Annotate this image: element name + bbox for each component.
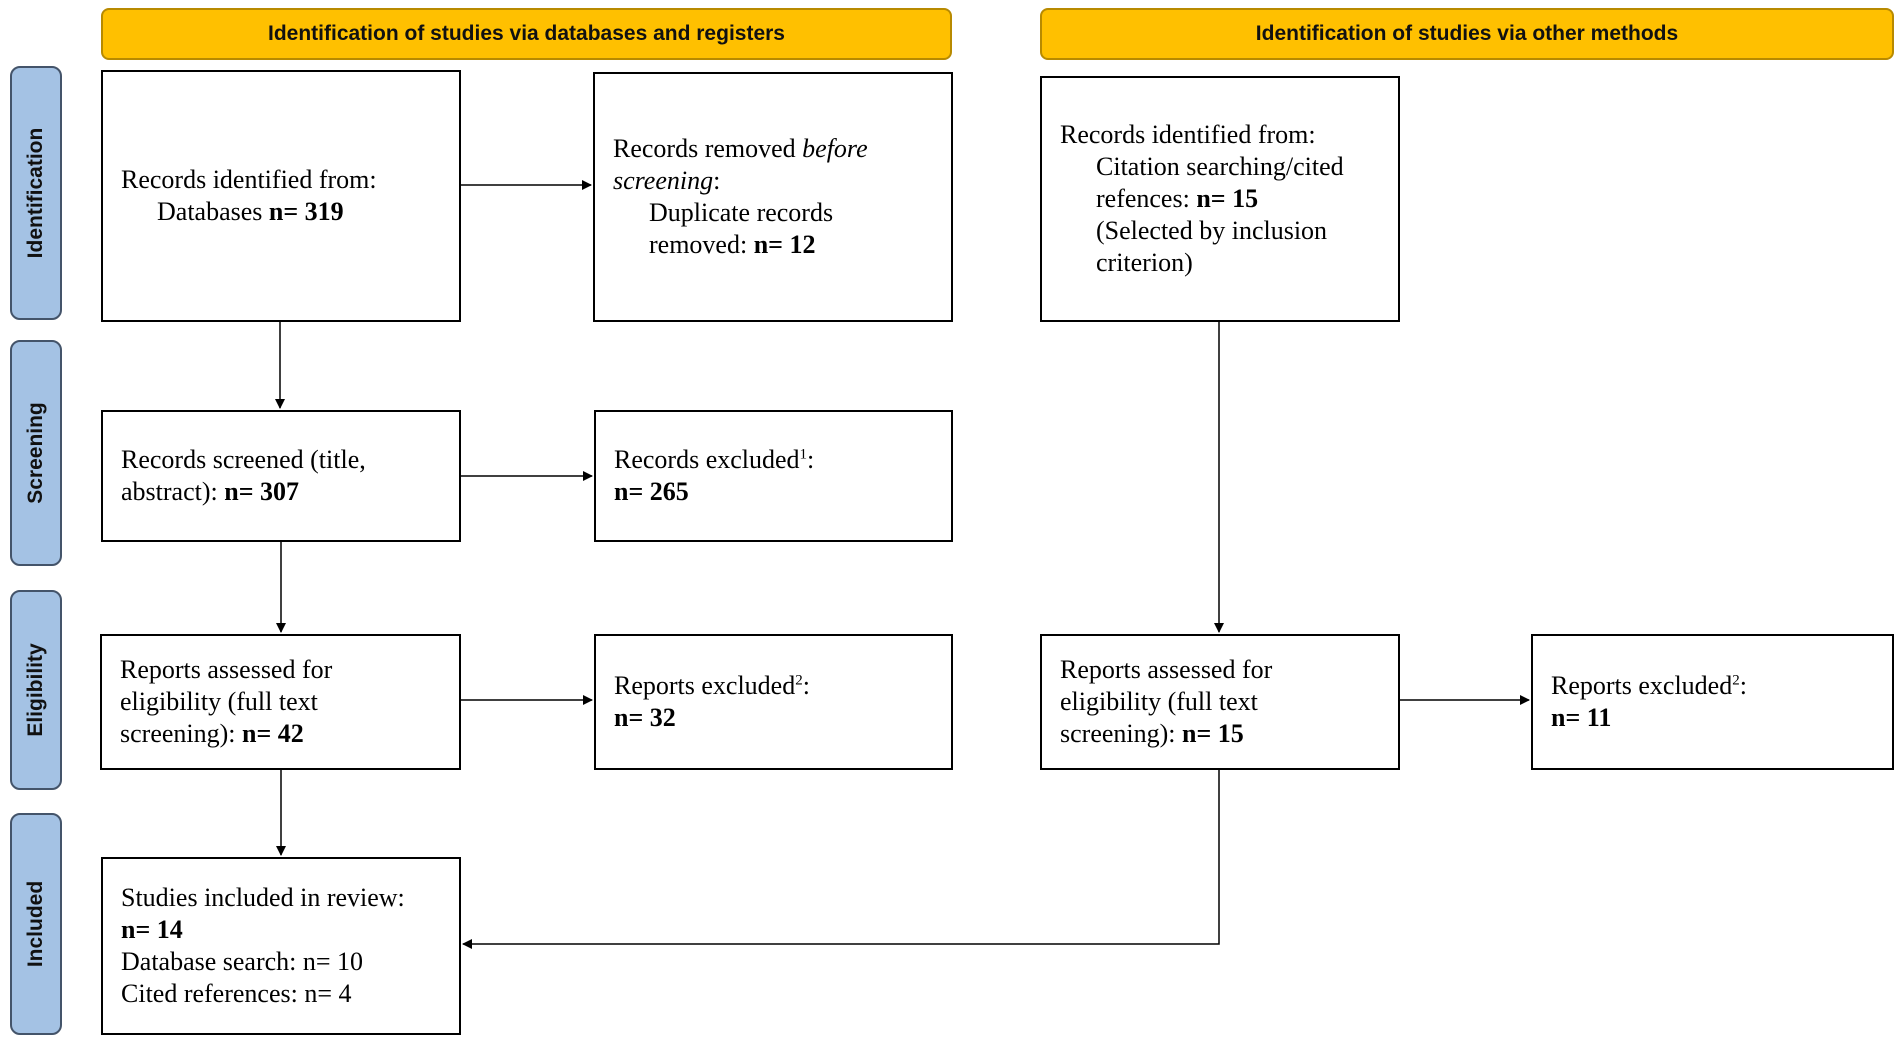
text-line: refences: n= 15 bbox=[1060, 183, 1380, 215]
arrow-assessed-other-to-included bbox=[462, 770, 1220, 949]
text-line: Studies included in review: bbox=[121, 883, 405, 912]
assessed-db-label: screening): bbox=[120, 719, 243, 748]
databases-count: n= 319 bbox=[268, 197, 344, 226]
text-line: Records identified from: bbox=[121, 165, 377, 194]
box-records-screened: Records screened (title, abstract): n= 3… bbox=[101, 410, 461, 542]
text-line: screening: bbox=[613, 165, 933, 197]
text-line: screening): n= 15 bbox=[1060, 718, 1380, 750]
header-databases-registers: Identification of studies via databases … bbox=[101, 8, 952, 60]
text-line: Database search: n= 10 bbox=[121, 947, 364, 976]
reports-excluded-other-count: n= 11 bbox=[1551, 703, 1612, 732]
text-line: Duplicate records bbox=[649, 198, 834, 227]
text-line: Reports assessed for bbox=[120, 655, 333, 684]
box-reports-excluded-databases: Reports excluded2: n= 32 bbox=[594, 634, 953, 770]
footnote-marker: 1 bbox=[799, 446, 808, 463]
citation-count: n= 15 bbox=[1196, 184, 1259, 213]
box-reports-assessed-other: Reports assessed for eligibility (full t… bbox=[1040, 634, 1400, 770]
removed-label: Records removed bbox=[613, 134, 803, 163]
box-records-identified-databases: Records identified from: Databases n= 31… bbox=[101, 70, 461, 322]
screened-label: abstract): bbox=[121, 477, 225, 506]
assessed-other-count: n= 15 bbox=[1182, 719, 1244, 748]
citation-label: refences: bbox=[1096, 184, 1197, 213]
phase-eligibility: Eligibility bbox=[10, 590, 62, 790]
box-records-removed: Records removed before screening: Duplic… bbox=[593, 72, 953, 322]
reports-excluded-db-colon: : bbox=[802, 671, 810, 700]
box-studies-included: Studies included in review: n= 14 Databa… bbox=[101, 857, 461, 1035]
reports-excluded-db-label: Reports excluded bbox=[614, 671, 796, 700]
box-records-identified-other: Records identified from: Citation search… bbox=[1040, 76, 1400, 322]
reports-excluded-other-colon: : bbox=[1739, 671, 1747, 700]
included-count: n= 14 bbox=[121, 915, 183, 944]
text-line: Records excluded1: bbox=[614, 444, 933, 476]
text-line: screening): n= 42 bbox=[120, 718, 441, 750]
removed-italic-screening: screening bbox=[613, 166, 714, 195]
text-line: Databases n= 319 bbox=[121, 196, 441, 228]
text-line: n= 11 bbox=[1551, 702, 1874, 734]
phase-included: Included bbox=[10, 813, 62, 1035]
duplicates-count: n= 12 bbox=[753, 230, 816, 259]
removed-italic-before: before bbox=[802, 134, 868, 163]
removed-colon: : bbox=[713, 166, 721, 195]
text-line: Reports excluded2: bbox=[1551, 670, 1874, 702]
excluded-count: n= 265 bbox=[614, 477, 689, 506]
header-other-methods: Identification of studies via other meth… bbox=[1040, 8, 1894, 60]
excluded-label: Records excluded bbox=[614, 445, 800, 474]
box-reports-assessed-databases: Reports assessed for eligibility (full t… bbox=[100, 634, 461, 770]
box-reports-excluded-other: Reports excluded2: n= 11 bbox=[1531, 634, 1894, 770]
text-line: removed: n= 12 bbox=[613, 229, 933, 261]
databases-label: Databases bbox=[157, 197, 269, 226]
footnote-marker: 2 bbox=[795, 672, 803, 689]
text-line: Cited references: n= 4 bbox=[121, 979, 352, 1008]
excluded-colon: : bbox=[807, 445, 815, 474]
text-line: criterion) bbox=[1096, 248, 1193, 277]
text-line: Records removed before bbox=[613, 133, 933, 165]
text-line: (Selected by inclusion bbox=[1096, 216, 1328, 245]
screened-count: n= 307 bbox=[224, 477, 300, 506]
phase-identification: Identification bbox=[10, 66, 62, 320]
arrow-group bbox=[275, 180, 1530, 949]
text-line: abstract): n= 307 bbox=[121, 476, 441, 508]
text-line: Records identified from: bbox=[1060, 120, 1316, 149]
phase-screening: Screening bbox=[10, 340, 62, 566]
text-line: Citation searching/cited bbox=[1096, 152, 1344, 181]
assessed-db-count: n= 42 bbox=[242, 719, 304, 748]
box-records-excluded: Records excluded1: n= 265 bbox=[594, 410, 953, 542]
text-line: n= 32 bbox=[614, 702, 933, 734]
text-line: Reports assessed for bbox=[1060, 655, 1273, 684]
text-line: Reports excluded2: bbox=[614, 670, 933, 702]
footnote-marker: 2 bbox=[1732, 672, 1740, 689]
assessed-other-label: screening): bbox=[1060, 719, 1183, 748]
text-line: eligibility (full text bbox=[1060, 687, 1258, 716]
reports-excluded-db-count: n= 32 bbox=[614, 703, 676, 732]
duplicates-label: removed: bbox=[649, 230, 754, 259]
text-line: n= 265 bbox=[614, 476, 933, 508]
reports-excluded-other-label: Reports excluded bbox=[1551, 671, 1733, 700]
text-line: Records screened (title, bbox=[121, 445, 366, 474]
text-line: eligibility (full text bbox=[120, 687, 318, 716]
text-line: n= 14 bbox=[121, 914, 441, 946]
